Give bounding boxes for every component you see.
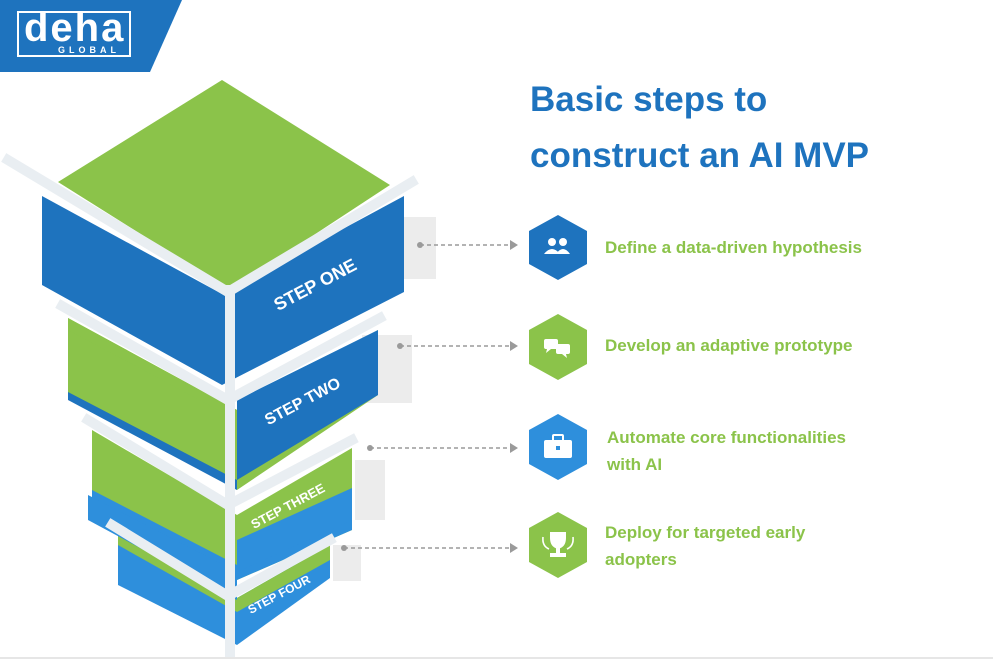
step-four-line-1: Deploy for targeted early xyxy=(605,523,806,542)
title-line-2: construct an AI MVP xyxy=(530,136,870,175)
step-one-line-1: Define a data-driven hypothesis xyxy=(605,238,862,257)
hex-chat xyxy=(529,314,587,380)
divider-lines xyxy=(1,153,419,657)
chat-bubbles-icon xyxy=(544,339,570,358)
callout-panel-4 xyxy=(333,545,361,581)
page-title: Basic steps to construct an AI MVP xyxy=(530,72,970,184)
step-three-description: Automate core functionalities with AI xyxy=(607,424,846,478)
logo-background xyxy=(0,0,182,72)
callout-panel-3 xyxy=(355,460,385,520)
briefcase-icon xyxy=(544,434,572,458)
connector-lines xyxy=(344,244,512,549)
people-icon xyxy=(544,238,570,254)
layer-step-two xyxy=(68,318,378,490)
step-three-line-1: Automate core functionalities xyxy=(607,428,846,447)
hex-briefcase xyxy=(529,414,587,480)
title-line-1: Basic steps to xyxy=(530,80,768,119)
deha-logo: deha GLOBAL xyxy=(0,0,182,72)
connector-endpoints xyxy=(341,240,518,553)
step-one-description: Define a data-driven hypothesis xyxy=(605,234,862,261)
trophy-icon xyxy=(542,532,574,557)
logo-subtitle: GLOBAL xyxy=(58,45,120,55)
hex-people xyxy=(529,215,587,280)
step-four-description: Deploy for targeted early adopters xyxy=(605,519,805,573)
logo-word: deha xyxy=(24,6,126,50)
step-three-line-2: with AI xyxy=(607,455,663,474)
step-two-line-1: Develop an adaptive prototype xyxy=(605,336,853,355)
step-four-line-2: adopters xyxy=(605,550,677,569)
hex-trophy xyxy=(529,512,587,578)
step-two-description: Develop an adaptive prototype xyxy=(605,332,853,359)
layer-step-one xyxy=(42,80,404,385)
